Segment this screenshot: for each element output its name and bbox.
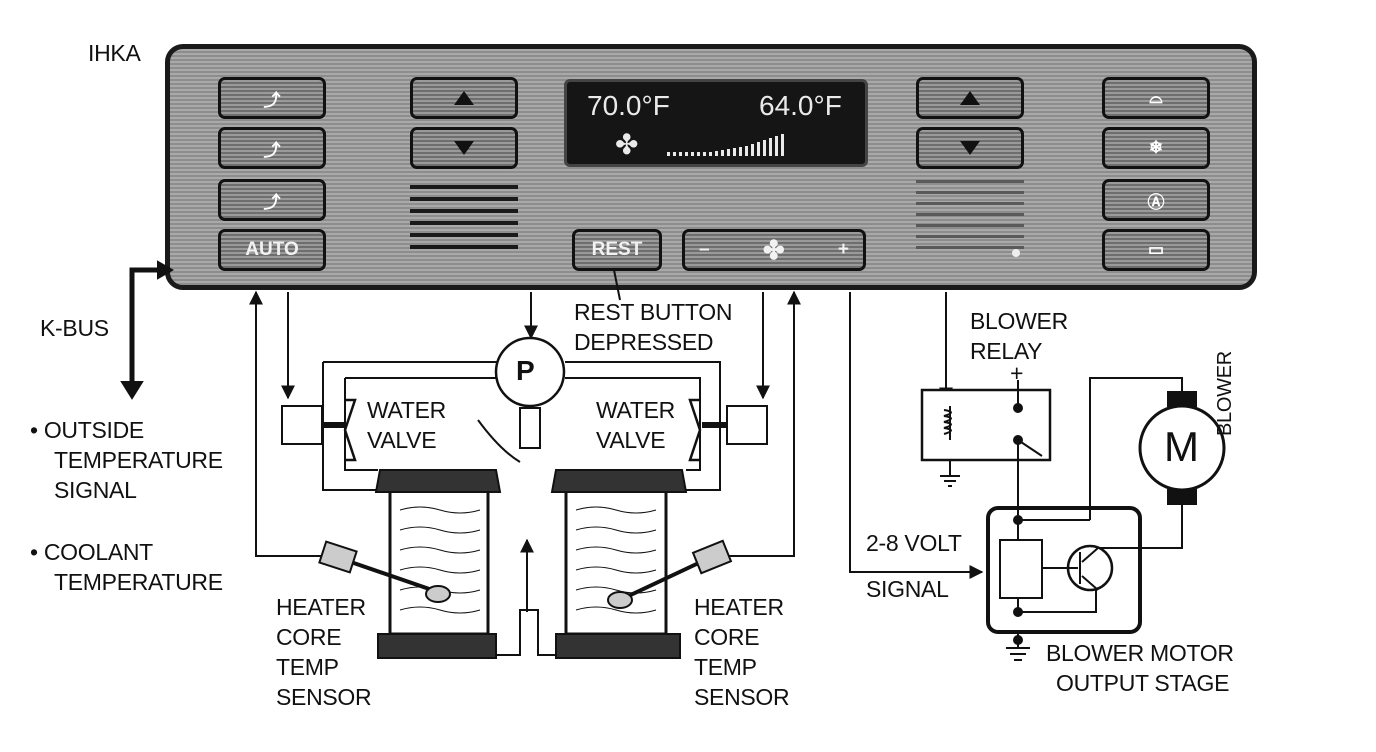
rear-window-button[interactable]: ▭ [1102, 229, 1210, 271]
rest-button-label: REST [591, 239, 643, 260]
right-core-bottom-tank [555, 633, 681, 659]
left-temp-readout: 70.0°F [587, 90, 670, 121]
right-temp-sensor-tip [607, 591, 633, 609]
feet-icon: ⤴ [263, 192, 281, 212]
kbus-arrow-right [157, 260, 175, 280]
fan-button-icon: ✤ [762, 234, 785, 265]
rest-button[interactable]: REST [572, 229, 662, 271]
recirculation-icon: Ⓐ [1147, 192, 1165, 212]
rest-pointer-line [613, 269, 621, 301]
left-core-top-tank [374, 469, 502, 493]
volt-signal-label-1: 2-8 VOLT [866, 530, 962, 556]
left-core-bottom-tank [377, 633, 497, 659]
left-temp-sensor-body [318, 540, 358, 574]
outside-temp-label: • OUTSIDE TEMPERATURE SIGNAL [30, 417, 223, 503]
relay-box [920, 388, 1052, 462]
defrost-face-button[interactable]: ⤴ [218, 77, 326, 119]
right-temp-readout: 64.0°F [759, 90, 842, 121]
kbus-arrow-down [120, 381, 144, 400]
right-temp-sensor-body [691, 539, 733, 575]
motor-label: M [1164, 423, 1199, 470]
auto-button-label: AUTO [245, 239, 299, 260]
motor-brush-top [1167, 391, 1197, 407]
right-sensor-signal-line [720, 290, 801, 557]
right-water-valve-label: WATER VALVE [596, 397, 675, 453]
auto-button[interactable]: AUTO [218, 229, 326, 271]
left-temp-down-button[interactable] [410, 127, 518, 169]
rest-note-label: REST BUTTON DEPRESSED [574, 299, 733, 355]
right-heater-sensor-label: HEATER CORE TEMP SENSOR [694, 594, 790, 710]
left-temp-sensor-tip [425, 585, 451, 603]
lcd-display: 70.0°F 64.0°F ✤ [564, 79, 868, 167]
bottom-return-line [495, 609, 560, 656]
core-fins [399, 506, 657, 614]
kbus-label: K-BUS [40, 315, 109, 341]
recirculation-button[interactable]: Ⓐ [1102, 179, 1210, 221]
fan-speed-bar [667, 134, 784, 156]
water-circuit-inner [345, 377, 701, 471]
blower-relay-label: BLOWER RELAY [970, 308, 1068, 364]
left-heater-sensor-label: HEATER CORE TEMP SENSOR [276, 594, 372, 710]
output-stage-resistor [999, 539, 1043, 599]
defrost-face-icon: ⤴ [263, 90, 281, 110]
right-temp-down-button[interactable] [916, 127, 1024, 169]
fan-icon: ✤ [615, 129, 639, 160]
left-vent-grille [410, 177, 518, 257]
left-temp-up-button[interactable] [410, 77, 518, 119]
fan-speed-control[interactable]: – ✤ + [682, 229, 866, 271]
fan-plus-button[interactable]: + [837, 239, 849, 260]
pump-circle [494, 336, 566, 408]
ihka-control-panel: ⤴ ⤴ ⤴ AUTO 70.0°F 64.0°F ✤ REST [165, 44, 1257, 290]
pump-stem [519, 407, 541, 449]
right-core-top-tank [550, 469, 688, 493]
pump-label: P [516, 355, 535, 386]
relay-plus-label: + [1010, 360, 1024, 386]
right-temp-up-button[interactable] [916, 77, 1024, 119]
left-valve-coil [281, 405, 323, 445]
arrow-up-icon [960, 91, 980, 105]
output-stage-label: BLOWER MOTOR OUTPUT STAGE [1046, 640, 1234, 696]
left-temp-sensor-probe [344, 558, 439, 594]
feet-button[interactable]: ⤴ [218, 179, 326, 221]
kbus-line [129, 267, 170, 396]
arrow-down-icon [454, 141, 474, 155]
right-valve-body [688, 398, 702, 462]
right-vent-grille [916, 177, 1024, 257]
relay-ground [940, 460, 960, 487]
output-stage-box [986, 506, 1142, 634]
arrow-up-icon [454, 91, 474, 105]
coolant-temp-label: • COOLANT TEMPERATURE [30, 539, 223, 595]
blower-label: BLOWER [1214, 351, 1236, 436]
defrost-feet-button[interactable]: ⤴ [218, 127, 326, 169]
water-circuit-left [322, 362, 378, 491]
snowflake-icon: ❄ [1148, 138, 1164, 157]
left-valve-body [343, 398, 357, 462]
windshield-defrost-button[interactable]: ⌓ [1102, 77, 1210, 119]
fan-minus-button[interactable]: – [699, 239, 710, 260]
right-valve-coil [726, 405, 768, 445]
rear-window-icon: ▭ [1147, 240, 1165, 259]
right-temp-sensor-probe [619, 558, 706, 602]
defrost-feet-icon: ⤴ [263, 140, 281, 160]
motor-feed-line [1089, 377, 1183, 520]
volt-signal-label-2: SIGNAL [866, 576, 949, 602]
arrow-down-icon [960, 141, 980, 155]
pump-flow-line [477, 419, 521, 463]
volt-signal-line [849, 292, 984, 579]
ihka-label: IHKA [88, 40, 141, 66]
sensor-dot [1012, 249, 1020, 257]
motor-return-line [1100, 504, 1183, 549]
left-sensor-signal-line [249, 290, 330, 557]
left-water-valve-label: WATER VALVE [367, 397, 446, 453]
relay-coil [943, 406, 952, 440]
motor-brush-bottom [1167, 489, 1197, 505]
ac-button[interactable]: ❄ [1102, 127, 1210, 169]
transistor-symbol [1042, 547, 1099, 591]
rear-defrost-icon: ⌓ [1149, 88, 1163, 107]
